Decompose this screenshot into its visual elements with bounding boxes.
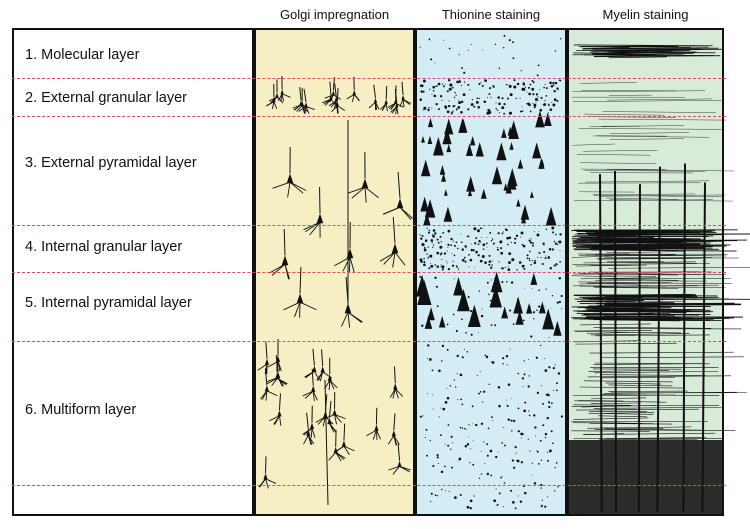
myelin-fibers-illustration [569,44,750,514]
header-golgi: Golgi impregnation [279,7,390,22]
layer-label-external-granular: 2. External granular layer [25,90,187,106]
layer-boundary-3 [12,225,726,226]
thionine-cells-illustration [415,34,563,510]
layer-boundary-1 [12,78,726,79]
header-thionine: Thionine staining [441,7,541,22]
layer-boundary-2 [12,116,726,117]
header-myelin: Myelin staining [602,7,689,22]
layer-boundary-4 [12,272,726,273]
layer-boundary-5 [12,341,726,342]
layer-boundary-6 [12,485,726,486]
layer-label-molecular: 1. Molecular layer [25,47,140,63]
golgi-neurons-illustration [257,76,413,506]
layer-label-external-pyramidal: 3. External pyramidal layer [25,155,197,171]
layer-label-internal-granular: 4. Internal granular layer [25,239,183,255]
layer-label-multiform: 6. Multiform layer [25,402,137,418]
layer-label-internal-pyramidal: 5. Internal pyramidal layer [25,295,192,311]
